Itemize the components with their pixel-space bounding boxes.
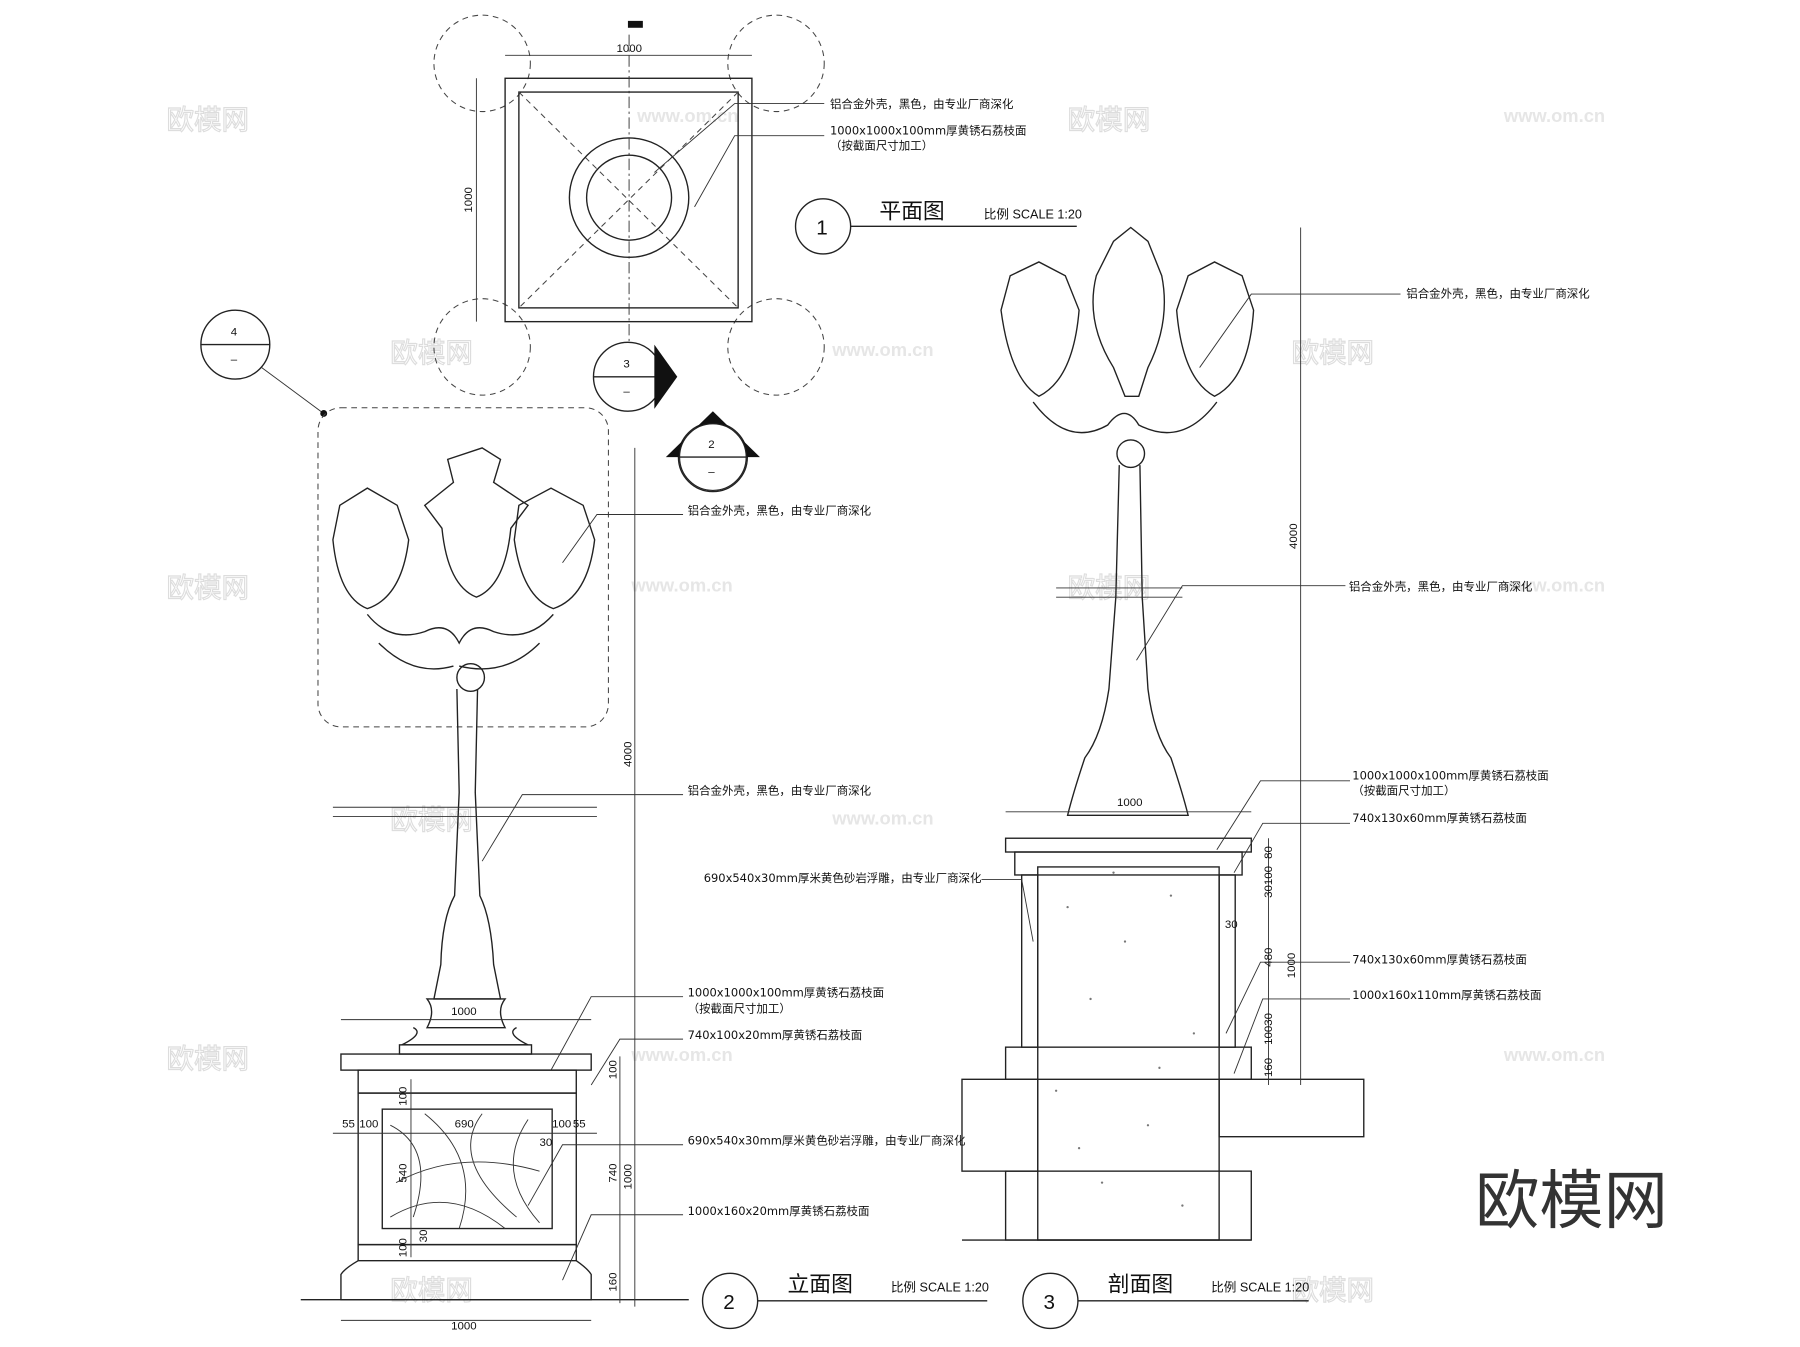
elevation-note: 铝合金外壳，黑色，由专业厂商深化 <box>688 504 872 518</box>
elevation-dim: 160 <box>607 1273 619 1292</box>
watermark-url: www.om.cn <box>636 105 738 126</box>
section-dim: 80 <box>1263 846 1275 859</box>
relief-panel-pattern <box>390 1113 540 1229</box>
plan-dim-height: 1000 <box>463 187 475 213</box>
watermark-url: www.om.cn <box>1503 574 1605 595</box>
elevation-note: （按截面尺寸加工） <box>688 1002 791 1016</box>
plan-note: （按截面尺寸加工） <box>830 138 933 152</box>
elevation-number: 2 <box>723 1291 735 1314</box>
watermark: 欧模网 <box>166 572 249 604</box>
elevation-dim-bottom-width: 1000 <box>451 1321 477 1333</box>
elevation-title: 立面图 <box>788 1273 853 1298</box>
section-note: 1000x1000x100mm厚黄锈石荔枝面 <box>1352 769 1548 783</box>
section-view: 1000 4000 80 30100 30 480 1000 10030 160 <box>704 226 1590 1330</box>
section-dim-height: 4000 <box>1288 523 1300 549</box>
elevation-dim: 740 <box>607 1163 619 1182</box>
watermark-url: www.om.cn <box>831 339 933 360</box>
section-note: 740x130x60mm厚黄锈石荔枝面 <box>1352 811 1527 825</box>
elevation-note: 铝合金外壳，黑色，由专业厂商深化 <box>688 784 872 798</box>
elevation-dim: 30 <box>540 1137 553 1149</box>
plan-dim-width: 1000 <box>616 43 642 55</box>
concrete-fill-dots <box>1054 871 1196 1207</box>
section-markers: 4 – 3 – 2 – <box>200 309 760 728</box>
plan-title: 平面图 <box>879 199 944 224</box>
watermark-url: www.om.cn <box>831 807 933 828</box>
elevation-dim: 690 <box>455 1119 474 1131</box>
section-note: （按截面尺寸加工） <box>1352 784 1455 798</box>
elevation-dim: 100 <box>359 1119 378 1131</box>
section-marker-sheet: – <box>623 386 630 398</box>
elevation-dim: 100 <box>552 1119 571 1131</box>
watermark: 欧模网 <box>390 804 473 836</box>
lamp-head <box>332 447 596 692</box>
elevation-note: 1000x1000x100mm厚黄锈石荔枝面 <box>688 986 884 1000</box>
section-note: 铝合金外壳，黑色，由专业厂商深化 <box>1406 287 1590 301</box>
section-note: 690x540x30mm厚米黄色砂岩浮雕，由专业厂商深化 <box>704 871 982 885</box>
elevation-scale: 比例 SCALE 1:20 <box>891 1281 989 1295</box>
section-dim-top-width: 1000 <box>1117 797 1143 809</box>
watermarks: 欧模网 欧模网 欧模网 欧模网 欧模网 欧模网 欧模网 欧模网 欧模网 欧模网 … <box>166 103 1605 1307</box>
watermark: 欧模网 <box>166 1043 249 1075</box>
site-logo: 欧模网 <box>1475 1164 1668 1239</box>
watermark: 欧模网 <box>390 1275 473 1307</box>
plan-view: 1000 1000 铝合金外壳，黑色，由专业厂商深化 1000x1000x100… <box>433 14 1082 396</box>
elevation-dim: 540 <box>397 1163 409 1182</box>
watermark: 欧模网 <box>1291 1275 1374 1307</box>
watermark: 欧模网 <box>1068 104 1151 136</box>
section-dim: 160 <box>1263 1058 1275 1077</box>
section-note: 1000x160x110mm厚黄锈石荔枝面 <box>1352 988 1541 1002</box>
elevation-dim: 100 <box>397 1087 409 1106</box>
elevation-note: 740x100x20mm厚黄锈石荔枝面 <box>688 1028 863 1042</box>
plan-scale: 比例 SCALE 1:20 <box>984 207 1082 221</box>
elevation-view: 4000 1000 1000 55 100 690 100 55 100 540… <box>300 447 989 1333</box>
section-scale: 比例 SCALE 1:20 <box>1211 1281 1309 1295</box>
watermark: 欧模网 <box>390 337 473 369</box>
section-title: 剖面图 <box>1108 1273 1173 1298</box>
lamp-head <box>1000 226 1255 469</box>
section-dim: 1000 <box>1286 953 1298 979</box>
elevation-dim: 100 <box>397 1238 409 1257</box>
section-marker-number: 2 <box>708 439 714 451</box>
watermark-url: www.om.cn <box>1503 105 1605 126</box>
watermark-url: www.om.cn <box>1503 1044 1605 1065</box>
watermark-url: www.om.cn <box>630 1044 732 1065</box>
elevation-dim-height: 4000 <box>622 742 634 768</box>
elevation-dim-top-width: 1000 <box>451 1006 477 1018</box>
detail-marker-number: 4 <box>231 326 238 338</box>
section-dim: 30100 <box>1263 866 1275 898</box>
elevation-dim: 100 <box>607 1060 619 1079</box>
watermark: 欧模网 <box>1291 337 1374 369</box>
section-dim: 30 <box>1225 919 1238 931</box>
plan-number: 1 <box>816 216 828 239</box>
plan-note: 铝合金外壳，黑色，由专业厂商深化 <box>830 97 1014 111</box>
section-note: 740x130x60mm厚黄锈石荔枝面 <box>1352 952 1527 966</box>
section-dim: 480 <box>1263 948 1275 967</box>
watermark-url: www.om.cn <box>630 574 732 595</box>
section-number: 3 <box>1043 1291 1055 1314</box>
elevation-dim: 30 <box>418 1230 430 1243</box>
elevation-dim: 1000 <box>622 1164 634 1190</box>
section-marker-number: 3 <box>623 359 629 371</box>
elevation-dim: 55 <box>342 1119 355 1131</box>
elevation-dim: 55 <box>573 1119 586 1131</box>
section-dim: 10030 <box>1263 1013 1275 1045</box>
section-note: 铝合金外壳，黑色，由专业厂商深化 <box>1349 579 1533 593</box>
plan-note: 1000x1000x100mm厚黄锈石荔枝面 <box>830 124 1026 138</box>
watermark: 欧模网 <box>166 104 249 136</box>
elevation-note: 690x540x30mm厚米黄色砂岩浮雕，由专业厂商深化 <box>688 1134 966 1148</box>
section-marker-sheet: – <box>708 466 715 478</box>
detail-marker-sheet: – <box>231 354 238 366</box>
elevation-note: 1000x160x20mm厚黄锈石荔枝面 <box>688 1204 870 1218</box>
